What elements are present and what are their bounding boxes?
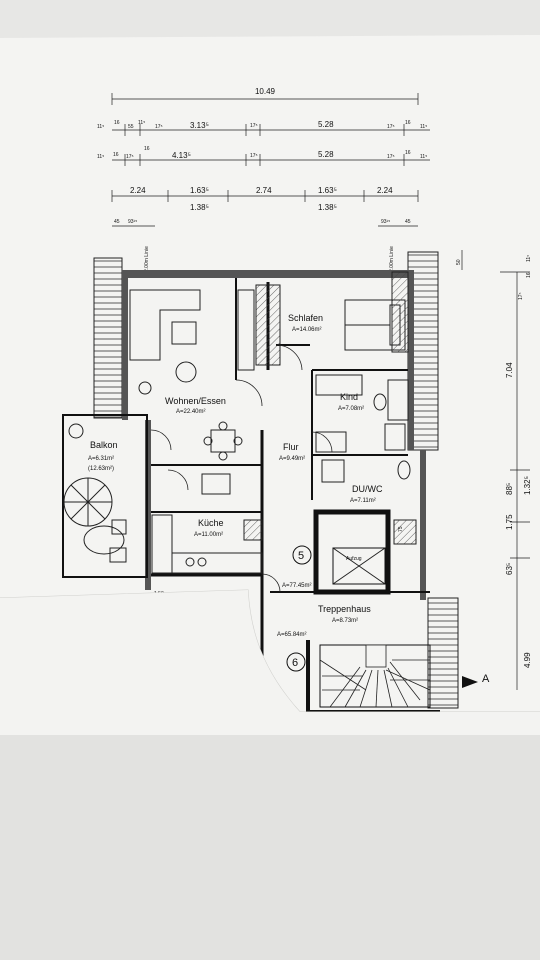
overlapping-sheet-edge	[0, 590, 540, 735]
dim-r1-6: 17⁵	[250, 123, 258, 129]
dim-r1-8: 17⁵	[387, 124, 395, 130]
room-name-aufzug: Aufzug	[346, 556, 362, 562]
marker-upper-label: 5	[298, 550, 304, 562]
dim-r2-1: 16	[113, 152, 119, 158]
dim-r1-4: 17⁵	[155, 124, 163, 130]
dim-small-left-0: 45	[114, 219, 120, 225]
roof-slope-left	[93, 257, 123, 419]
roof-slope-bottom	[427, 597, 459, 709]
room-area-balkon: A=6.31m²	[88, 456, 114, 462]
dimension-lines	[111, 93, 530, 690]
balcony-outline	[62, 414, 148, 578]
dim-right-2: 88⁵	[505, 483, 514, 495]
section-label: A	[482, 673, 490, 685]
level-markers: 5 6 A	[286, 545, 490, 688]
dim-r1-1: 16	[114, 120, 120, 126]
room-name-kind: Kind	[340, 392, 358, 402]
dim-r2-5: 17⁵	[250, 153, 258, 159]
dim-r1-9: 16	[405, 120, 411, 126]
dim-r1-2: 55	[128, 124, 134, 130]
dim-right-8: 17⁵	[518, 292, 524, 300]
marker-lower-circle	[286, 652, 306, 672]
room-area-treppenhaus: A=8.73m²	[332, 618, 358, 624]
dim-right-9: 11⁵	[526, 255, 532, 262]
room-area-kueche: A=11.00m²	[194, 532, 223, 538]
dim-r2-3: 16	[144, 146, 150, 152]
table-surface	[0, 720, 540, 960]
line-label-right: 2.00m Linie	[389, 246, 395, 272]
section-arrow-icon	[462, 676, 478, 688]
dim-r3-1: 1.63⁵	[190, 186, 209, 195]
dim-r2-6: 5.28	[318, 150, 334, 159]
room-area-flur: A=9.49m²	[279, 456, 305, 462]
dim-right-5: 63⁵	[505, 563, 514, 575]
dim-r1-5: 3.13⁵	[190, 121, 209, 130]
dim-total: 10.49	[255, 87, 276, 96]
dim-r2-0: 11⁵	[97, 154, 104, 160]
room-name-treppenhaus: Treppenhaus	[318, 604, 371, 614]
dim-small-right-1: 45	[405, 219, 411, 225]
dim-r3-0: 2.24	[130, 186, 146, 195]
dim-right-4: 1.75	[505, 514, 514, 530]
dim-r1-3: 11⁵	[138, 120, 145, 126]
dim-r3-3: 2.74	[256, 186, 272, 195]
marker-lower-label: 6	[292, 657, 298, 669]
doors	[150, 344, 333, 593]
dim-r1-10: 11⁵	[420, 124, 427, 130]
room-area-schlafen: A=14.06m²	[292, 327, 322, 333]
dim-r2-2: 17⁵	[126, 154, 134, 160]
room-name-flur: Flur	[283, 442, 299, 452]
room-name-duwc: DU/WC	[352, 484, 383, 494]
dim-r1-0: 11⁵	[97, 124, 104, 130]
dim-right-3: 1.32⁵	[523, 476, 532, 495]
dim-r3-4: 1.63⁵	[318, 186, 337, 195]
room-area-wohnen: A=22.40m²	[176, 409, 206, 415]
bedroom-furniture	[344, 271, 409, 353]
dim-r3-6: 2.24	[377, 186, 393, 195]
room-name-wohnen: Wohnen/Essen	[165, 396, 226, 406]
line-label-left: 2.00m Linie	[144, 246, 150, 272]
dim-shaft: 75	[398, 526, 404, 532]
stairs	[319, 644, 431, 708]
dim-r2-7: 17⁵	[387, 154, 395, 160]
paper-sheet	[0, 35, 540, 725]
marker-upper-circle	[292, 545, 312, 565]
total-area-upper: A=77.45m²	[282, 583, 312, 589]
room-area-kind: A=7.08m²	[338, 406, 364, 412]
room-area-duwc: A=7.11m²	[350, 498, 376, 504]
elevator	[332, 547, 386, 585]
dim-r2-8: 16	[405, 150, 411, 156]
room-labels: Schlafen A=14.06m² Wohnen/Essen A=22.40m…	[88, 313, 404, 638]
dim-right-0: 50	[456, 259, 462, 265]
balcony-furniture	[63, 423, 127, 563]
dim-r1-7: 5.28	[318, 120, 334, 129]
living-furniture	[129, 284, 281, 495]
dim-small-right-0: 93¹⁵	[381, 219, 390, 225]
room-name-balkon: Balkon	[90, 440, 118, 450]
dim-right-1: 7.04	[505, 362, 514, 378]
dim-r3-5: 1.38⁵	[318, 203, 337, 212]
room-name-kueche: Küche	[198, 518, 224, 528]
dim-small-left-1: 93¹⁵	[128, 219, 137, 225]
dim-right-7: 16	[526, 272, 532, 278]
kitchen-furniture	[151, 514, 263, 574]
dim-r2-9: 11⁵	[420, 154, 427, 160]
bath-fixtures	[315, 374, 417, 545]
dim-r2-4: 4.13⁵	[172, 151, 191, 160]
room-area-balkon-extra: (12.63m²)	[88, 466, 114, 472]
dim-right-6: 4.99	[523, 652, 532, 668]
total-area-lower: A=65.84m²	[277, 632, 307, 638]
dim-r3-2: 1.38⁵	[190, 203, 209, 212]
room-name-schlafen: Schlafen	[288, 313, 323, 323]
